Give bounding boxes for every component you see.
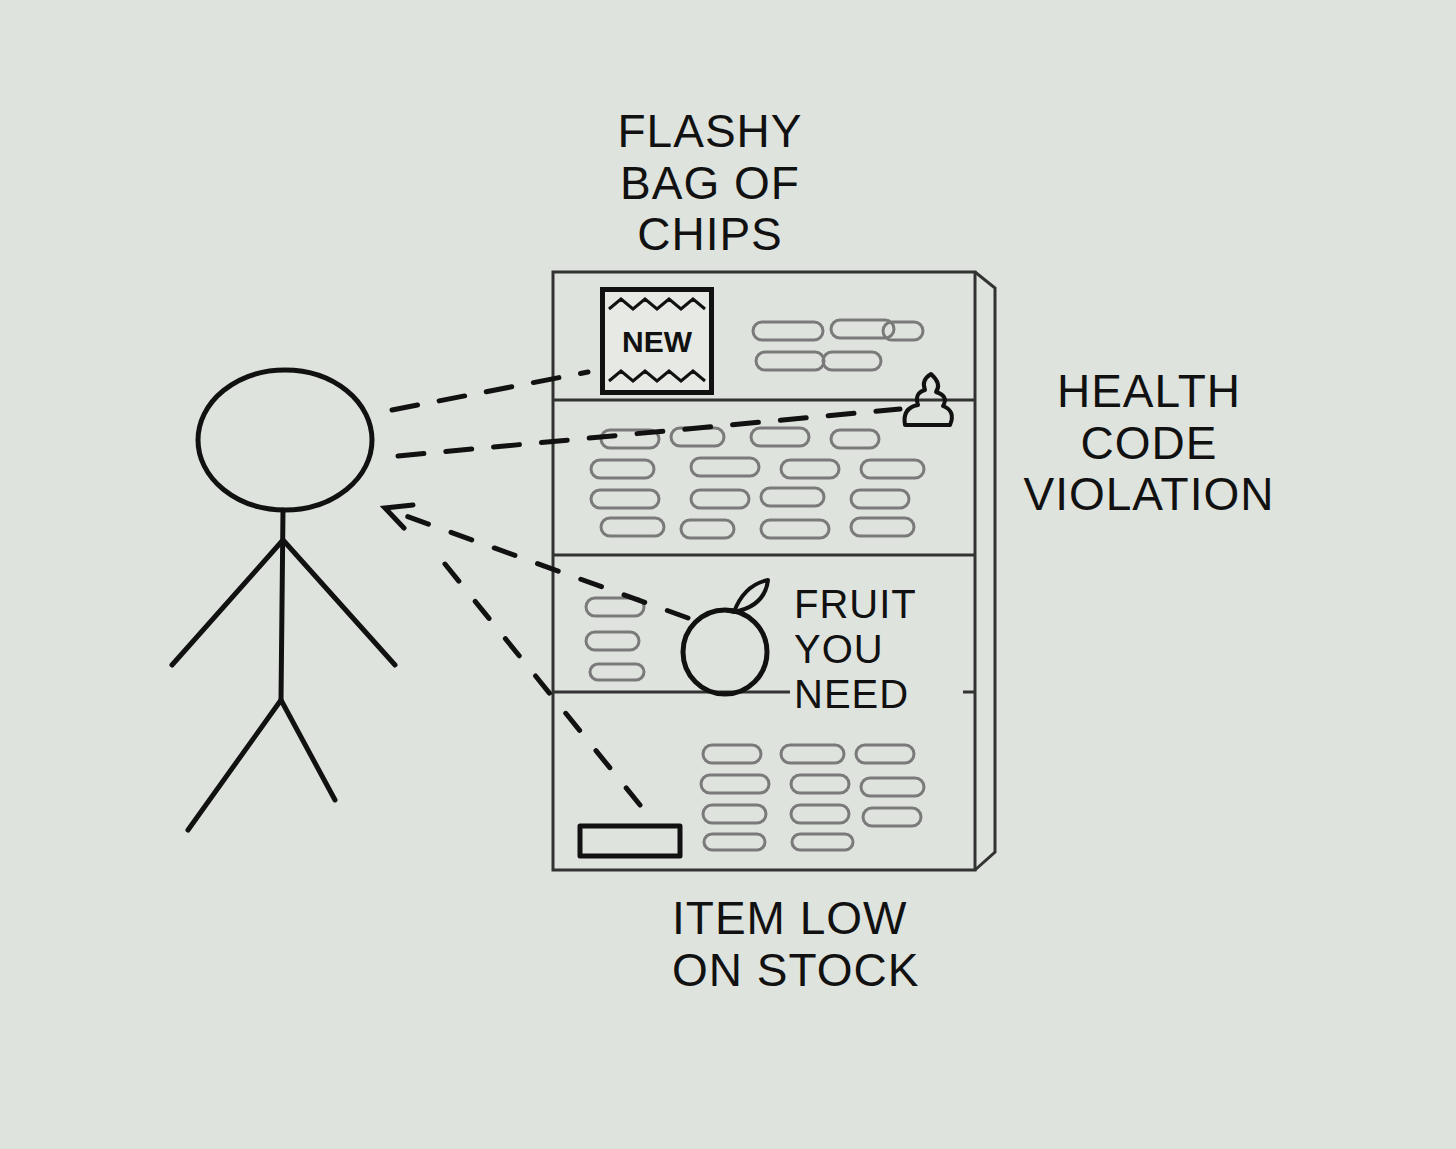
fruit bbox=[683, 610, 767, 694]
legs bbox=[188, 700, 335, 830]
arrowhead bbox=[385, 505, 413, 528]
products-bottom bbox=[701, 745, 924, 850]
annotation: ITEM LOW ON STOCK bbox=[672, 893, 972, 996]
stick-figure bbox=[172, 370, 395, 830]
attention-line bbox=[432, 548, 640, 805]
bag-zigzag bbox=[609, 299, 705, 309]
bag-label: NEW bbox=[619, 325, 695, 358]
sight-line bbox=[398, 409, 900, 456]
fruit-leaf bbox=[725, 580, 768, 612]
products-third bbox=[586, 598, 644, 680]
bag-zigzag bbox=[609, 371, 705, 381]
sight-line bbox=[392, 372, 588, 410]
annotation: FLASHY BAG OF CHIPS bbox=[588, 106, 832, 261]
attention-line bbox=[392, 511, 688, 618]
products-top bbox=[753, 320, 923, 370]
shelf-side bbox=[975, 272, 995, 870]
shelf-front bbox=[553, 272, 975, 870]
shelf bbox=[553, 272, 995, 870]
products-second bbox=[591, 428, 924, 538]
annotation: HEALTH CODE VIOLATION bbox=[1004, 366, 1294, 521]
head bbox=[198, 370, 372, 510]
arms bbox=[172, 540, 395, 665]
health-violation-symbol bbox=[905, 374, 952, 425]
annotation: FRUIT YOU NEED bbox=[790, 582, 963, 716]
low-stock-item bbox=[580, 826, 680, 856]
chips-bag: NEW bbox=[600, 287, 714, 395]
